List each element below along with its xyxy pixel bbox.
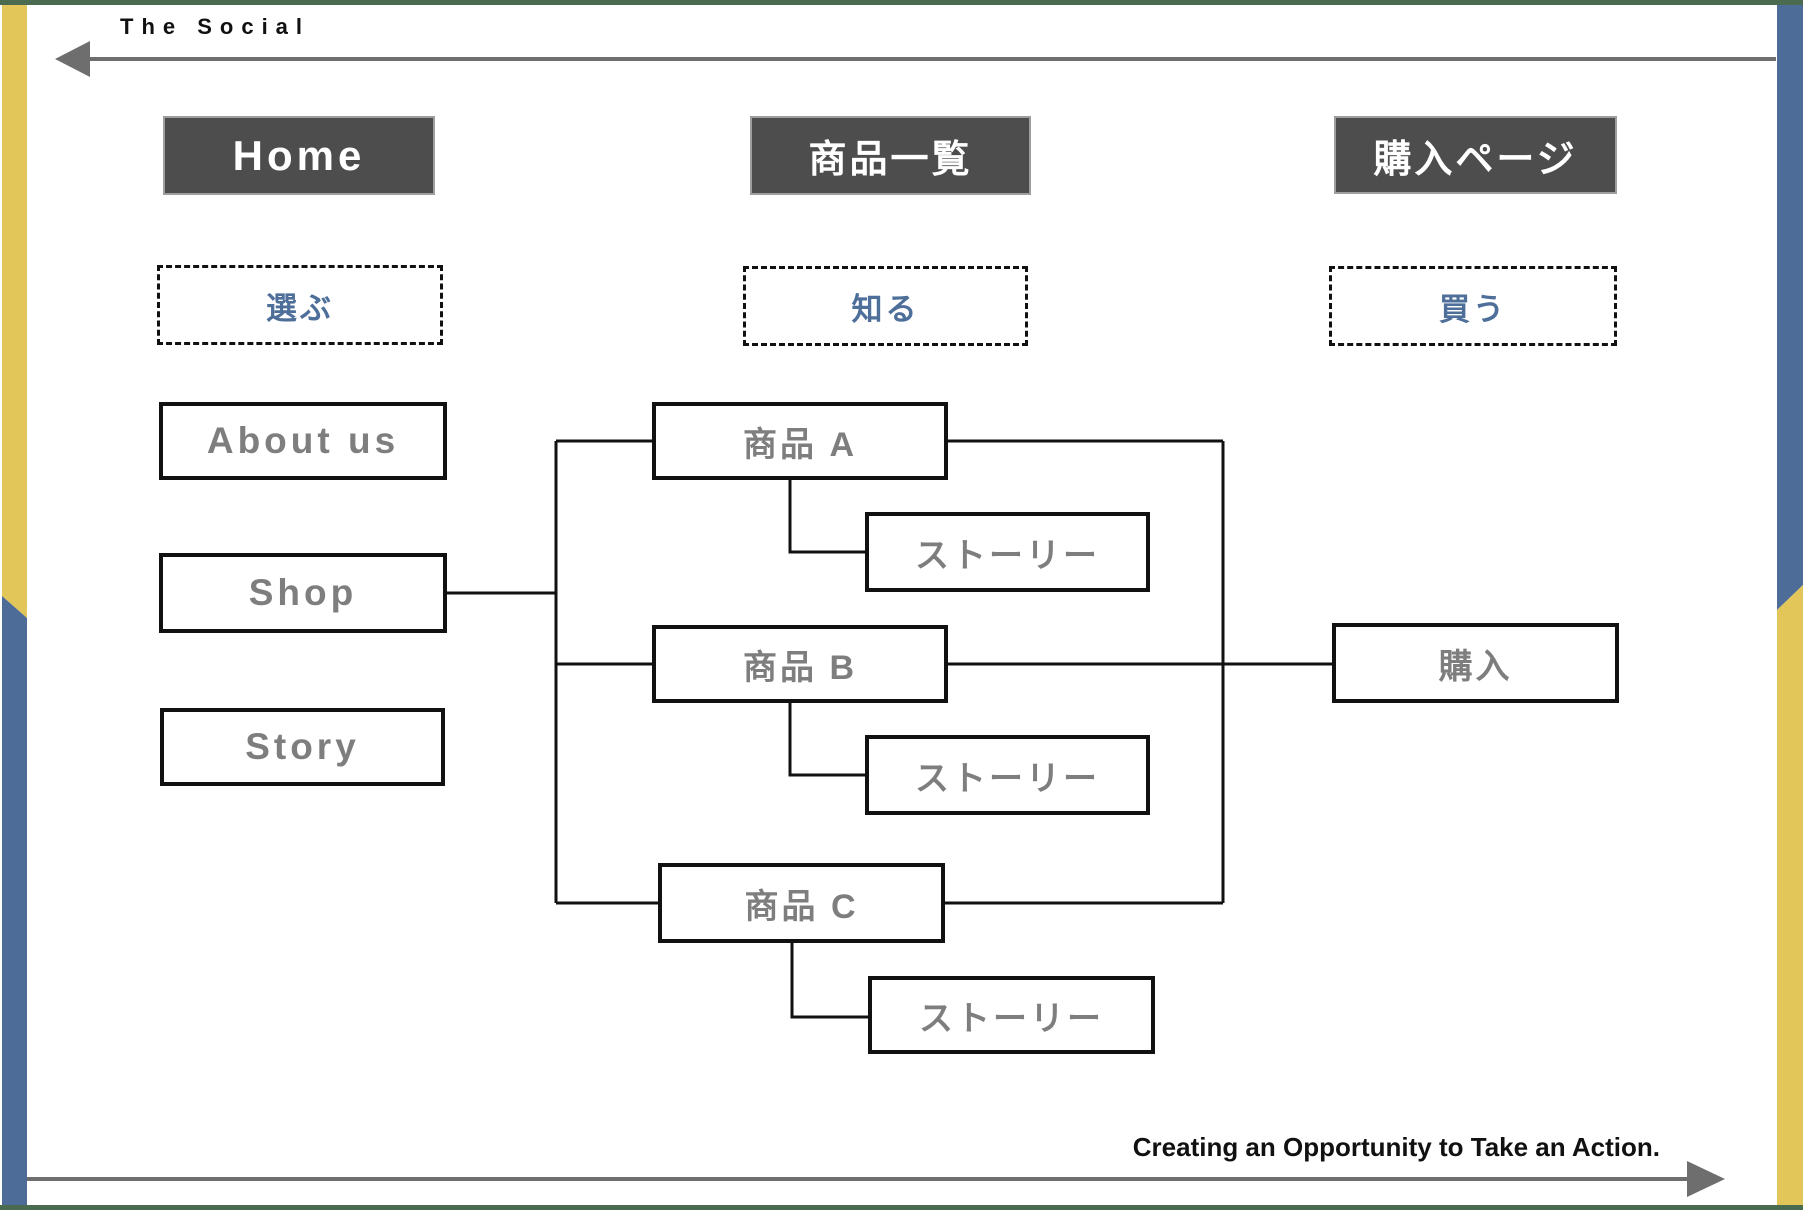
node-product-c-label: 商品 C xyxy=(744,887,859,926)
left-accent-bar-yellow xyxy=(2,5,27,618)
page-box-product-list-label: 商品一覧 xyxy=(808,139,973,181)
node-about-us-label: About us xyxy=(206,420,400,461)
left-accent-bar-blue xyxy=(2,596,27,1205)
connector-product-c-to-story xyxy=(790,943,868,1019)
node-purchase-label: 購入 xyxy=(1438,647,1513,686)
page-box-home: Home xyxy=(163,116,435,195)
top-green-bar xyxy=(0,0,1803,5)
node-product-b-label: 商品 B xyxy=(743,648,857,687)
brand-title: The Social xyxy=(120,14,311,39)
bottom-green-bar xyxy=(0,1205,1803,1210)
node-story: Story xyxy=(160,708,445,786)
node-product-b-story: ストーリー xyxy=(865,735,1150,815)
action-box-buy-label: 買う xyxy=(1439,291,1507,327)
node-product-c: 商品 C xyxy=(658,863,945,943)
page-box-purchase-page: 購入ページ xyxy=(1334,116,1617,194)
action-box-buy: 買う xyxy=(1329,266,1617,346)
footer-tagline: Creating an Opportunity to Take an Actio… xyxy=(1132,1132,1660,1162)
right-accent-bar-yellow xyxy=(1777,585,1803,1205)
page-box-purchase-page-label: 購入ページ xyxy=(1373,138,1578,181)
node-purchase: 購入 xyxy=(1332,623,1619,703)
node-product-a-label: 商品 A xyxy=(743,425,857,464)
connector-product-a-to-story xyxy=(788,480,865,554)
node-product-b: 商品 B xyxy=(652,625,948,703)
node-product-a-story: ストーリー xyxy=(865,512,1150,592)
right-accent-bar-blue xyxy=(1777,5,1803,610)
action-box-know: 知る xyxy=(743,266,1028,346)
action-box-choose-label: 選ぶ xyxy=(266,290,334,326)
node-product-c-story-label: ストーリー xyxy=(919,999,1104,1038)
page-box-home-label: Home xyxy=(232,131,366,179)
connector-product-b-to-story xyxy=(788,703,865,777)
bottom-arrow-head-icon xyxy=(1687,1161,1725,1197)
node-product-b-story-label: ストーリー xyxy=(915,759,1100,798)
node-product-a-story-label: ストーリー xyxy=(915,536,1100,575)
node-about-us: About us xyxy=(159,402,447,480)
action-box-choose: 選ぶ xyxy=(157,265,443,345)
node-product-c-story: ストーリー xyxy=(868,976,1155,1054)
node-story-label: Story xyxy=(245,726,360,767)
connector-lines xyxy=(447,439,1332,1019)
node-shop: Shop xyxy=(159,553,447,633)
page-box-product-list: 商品一覧 xyxy=(750,116,1031,195)
node-shop-label: Shop xyxy=(248,572,358,613)
node-product-a: 商品 A xyxy=(652,402,948,480)
top-arrow-head-icon xyxy=(55,41,90,77)
action-box-know-label: 知る xyxy=(851,291,920,327)
